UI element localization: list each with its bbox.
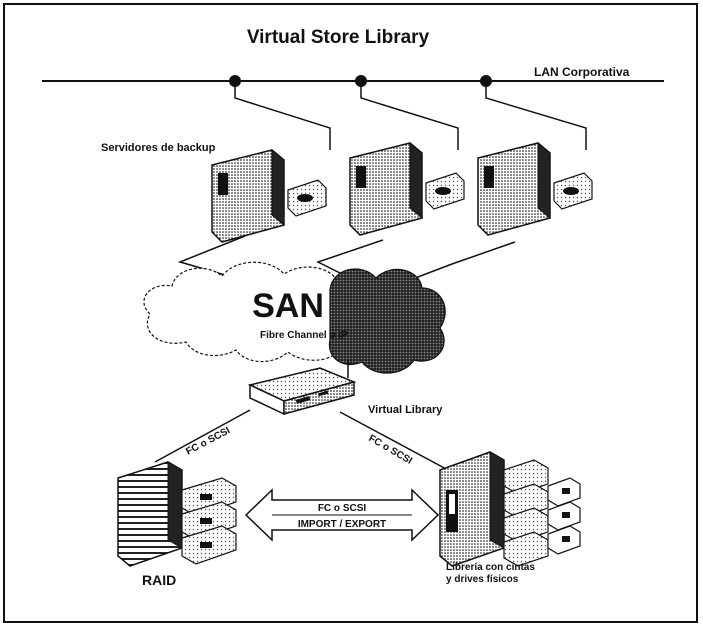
virtual-library-label: Virtual Library <box>368 404 443 416</box>
san-sublabel: Fibre Channel o IP <box>260 330 348 341</box>
tape-library <box>439 451 581 567</box>
backup-server-1 <box>211 148 327 243</box>
lan-connections <box>234 81 587 150</box>
backup-servers-label: Servidores de backup <box>101 142 216 154</box>
import-export-arrow <box>244 488 440 542</box>
raid-label: RAID <box>142 572 176 588</box>
link-virtual-library-raid <box>154 409 251 463</box>
virtual-library-device <box>247 367 357 416</box>
backup-server-2 <box>349 141 465 236</box>
san-cloud-dark <box>328 268 446 374</box>
tape-library-label-line1: Librería con cintas <box>446 562 535 573</box>
san-label: SAN <box>252 287 324 325</box>
transfer-operation-label: IMPORT / EXPORT <box>298 519 386 530</box>
diagram-title: Virtual Store Library <box>247 27 430 48</box>
tape-library-label-line2: y drives físicos <box>446 574 519 585</box>
backup-server-3 <box>477 141 593 236</box>
transfer-protocol-label: FC o SCSI <box>318 503 367 514</box>
raid-storage <box>117 461 237 567</box>
san-cloud <box>143 261 339 363</box>
link-virtual-library-tape <box>339 411 449 471</box>
lan-label: LAN Corporativa <box>534 65 630 79</box>
